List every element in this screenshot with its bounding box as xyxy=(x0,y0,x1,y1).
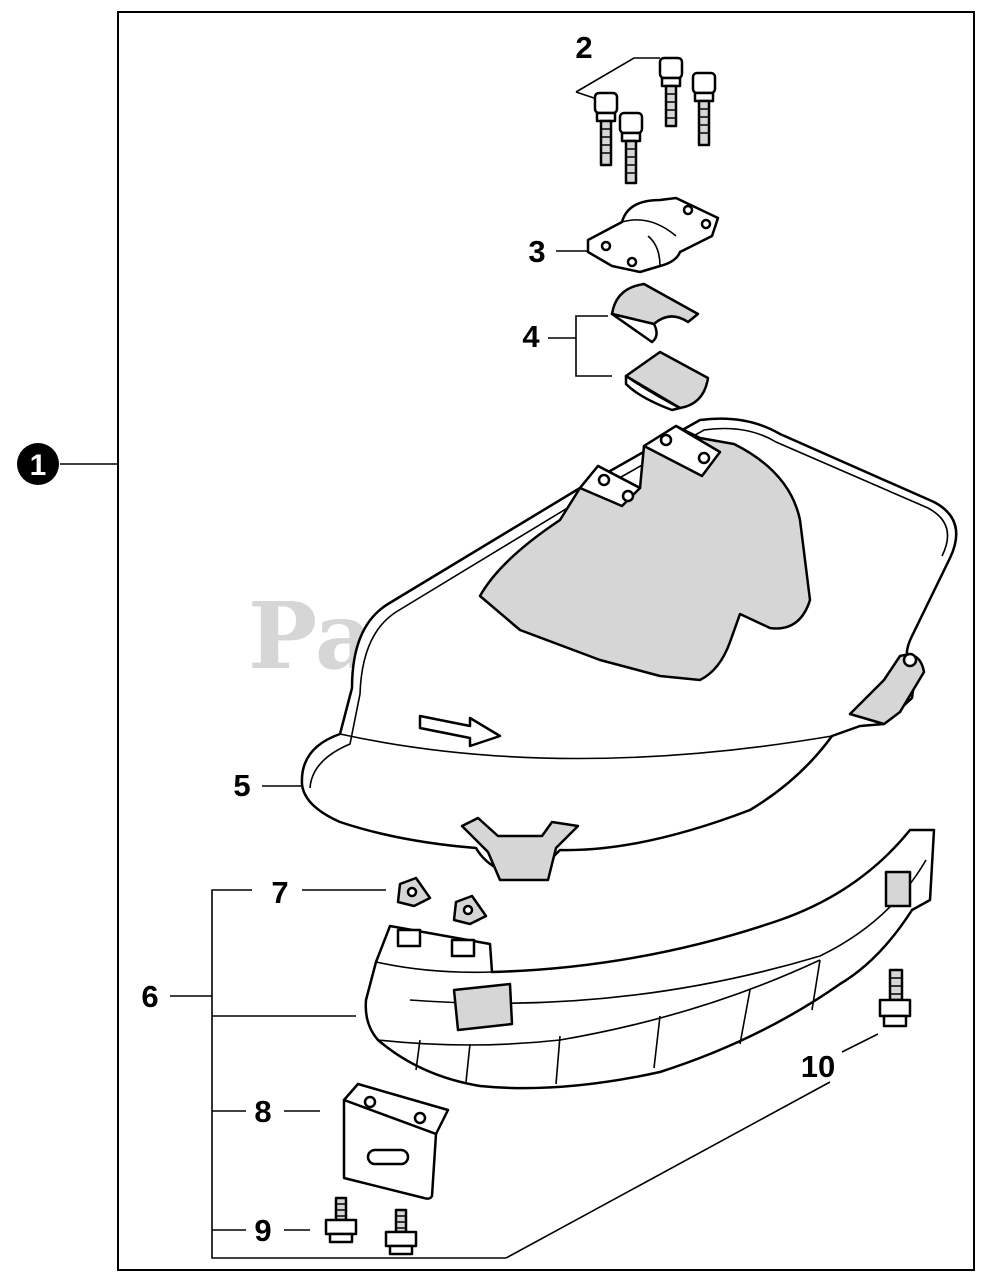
callout-7[interactable]: 7 xyxy=(271,875,386,910)
callout-5[interactable]: 5 xyxy=(233,768,302,803)
callout-2[interactable]: 2 xyxy=(575,30,660,101)
callout-8[interactable]: 8 xyxy=(212,1094,320,1129)
callout-5-label: 5 xyxy=(233,768,250,803)
guard-part-5[interactable] xyxy=(300,417,958,882)
nut-7b[interactable] xyxy=(452,894,488,926)
callout-1-label: 1 xyxy=(30,449,47,482)
callout-6-label: 6 xyxy=(141,979,158,1014)
screw-2b[interactable] xyxy=(691,71,717,147)
callout-9-label: 9 xyxy=(254,1213,271,1248)
screw-2c[interactable] xyxy=(593,91,619,167)
callout-10-label: 10 xyxy=(801,1049,835,1084)
screw-9a[interactable] xyxy=(324,1196,358,1244)
callout-8-label: 8 xyxy=(254,1094,271,1129)
callout-3-label: 3 xyxy=(528,234,545,269)
callout-3[interactable]: 3 xyxy=(528,234,588,269)
callout-9[interactable]: 9 xyxy=(212,1213,310,1248)
clamp-part-3[interactable] xyxy=(586,196,720,274)
callout-1[interactable]: 1 xyxy=(17,443,118,485)
bushing-upper-part-4[interactable] xyxy=(610,282,700,344)
screw-part-10[interactable] xyxy=(878,968,912,1028)
callout-7-label: 7 xyxy=(271,875,288,910)
screw-9b[interactable] xyxy=(384,1208,418,1256)
screw-2d[interactable] xyxy=(618,111,644,185)
bushing-lower-part-4[interactable] xyxy=(624,350,710,412)
nut-7a[interactable] xyxy=(396,876,432,908)
callout-4-label: 4 xyxy=(522,319,540,354)
guard-extension-part-6[interactable] xyxy=(364,828,936,1090)
bracket-part-8[interactable] xyxy=(342,1082,450,1200)
callout-4[interactable]: 4 xyxy=(522,315,612,377)
callout-6[interactable]: 6 xyxy=(141,889,506,1259)
callout-10[interactable]: 10 xyxy=(505,1033,879,1259)
diagram-frame xyxy=(117,11,975,1271)
callout-2-label: 2 xyxy=(575,30,592,65)
screw-2a[interactable] xyxy=(658,56,684,128)
